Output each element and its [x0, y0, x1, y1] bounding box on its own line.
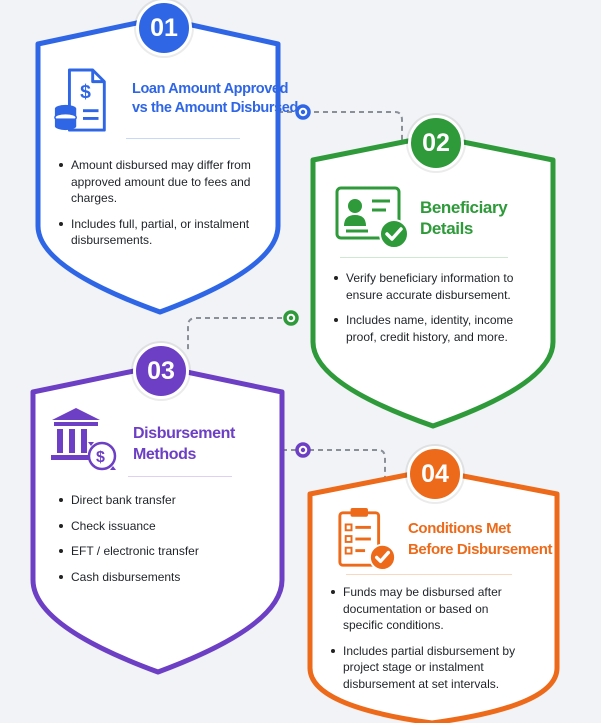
step-2-title-line2: Details [420, 219, 473, 238]
step-number-badge-2: 02 [408, 115, 464, 171]
step-2-title-line1: Beneficiary [420, 198, 508, 217]
step-3-title-line2: Methods [133, 446, 196, 463]
svg-text:$: $ [96, 449, 105, 466]
step-1-title-line1: Loan Amount Approved [132, 81, 289, 97]
step-1-title: Loan Amount Approved vs the Amount Disbu… [132, 80, 298, 118]
connector-3-4 [282, 449, 386, 478]
step-3-bullet-1: Direct bank transfer [58, 492, 254, 509]
step-number-badge-1: 01 [136, 0, 192, 56]
connector-2-3 [187, 317, 291, 350]
step-3-divider [128, 476, 232, 477]
step-2-bullet-1: Verify beneficiary information to ensure… [333, 270, 517, 303]
dollar-document-coins-icon: $ [54, 68, 106, 132]
step-2-bullets: Verify beneficiary information to ensure… [333, 270, 517, 354]
connector-dot-purple [295, 442, 311, 458]
step-3-bullet-2: Check issuance [58, 518, 254, 535]
step-3-bullets: Direct bank transfer Check issuance EFT … [58, 492, 254, 594]
step-4-bullets: Funds may be disbursed after documentati… [330, 584, 526, 701]
step-4-title-line1: Conditions Met [408, 520, 511, 537]
step-1-bullet-1: Amount disbursed may differ from approve… [58, 157, 254, 207]
svg-text:$: $ [80, 81, 91, 103]
checklist-checkmark-icon [338, 508, 397, 571]
step-1-bullets: Amount disbursed may differ from approve… [58, 157, 254, 258]
step-1-title-line2: vs the Amount Disbursed [132, 100, 298, 116]
id-card-checkmark-icon [335, 186, 409, 249]
step-4-divider [346, 574, 512, 575]
connector-dot-blue [295, 104, 311, 120]
step-4-bullet-2: Includes partial disbursement by project… [330, 643, 526, 693]
step-4-title: Conditions Met Before Disbursement [408, 518, 553, 560]
step-3-bullet-4: Cash disbursements [58, 569, 254, 586]
connector-dot-green [283, 310, 299, 326]
bank-currency-exchange-icon: $ [51, 408, 117, 471]
shield-step-3 [30, 363, 285, 675]
step-3-title: Disbursement Methods [133, 423, 235, 465]
connector-1-2 [278, 111, 403, 140]
step-number-badge-4: 04 [407, 446, 463, 502]
step-4-title-line2: Before Disbursement [408, 541, 553, 558]
step-4-bullet-1: Funds may be disbursed after documentati… [330, 584, 526, 634]
step-number-badge-3: 03 [133, 343, 189, 399]
step-1-divider [126, 138, 240, 139]
step-2-divider [340, 257, 508, 258]
step-1-bullet-2: Includes full, partial, or instalment di… [58, 216, 254, 249]
step-2-bullet-2: Includes name, identity, income proof, c… [333, 312, 517, 345]
step-3-title-line1: Disbursement [133, 425, 235, 442]
step-2-title: Beneficiary Details [420, 197, 508, 239]
step-3-bullet-3: EFT / electronic transfer [58, 543, 254, 560]
